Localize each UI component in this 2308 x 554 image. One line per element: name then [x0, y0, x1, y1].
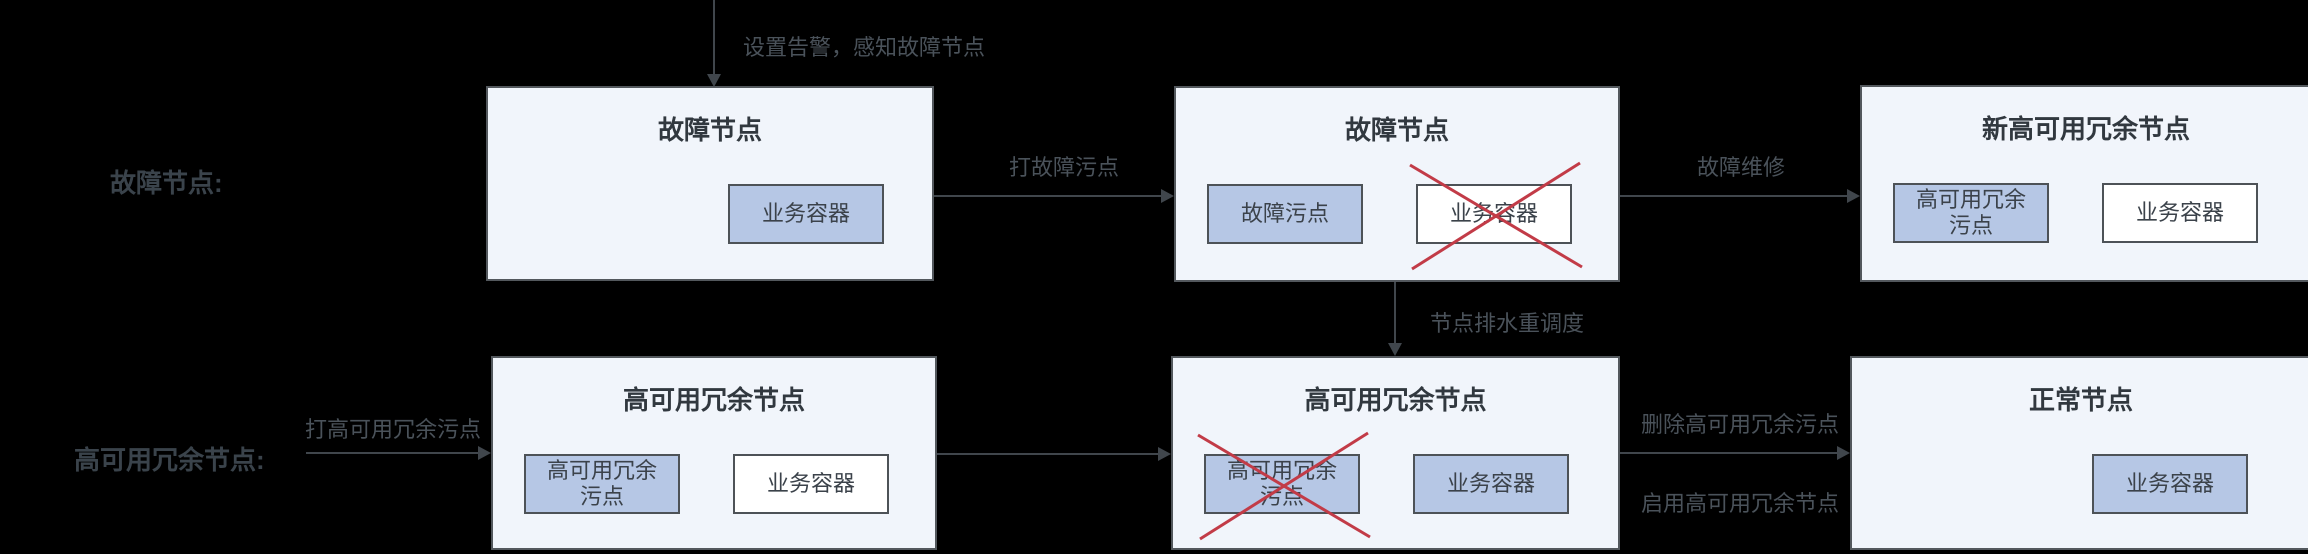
chip-label: 高可用冗余 污点 — [1915, 187, 2026, 238]
chip-label: 业务容器 — [1446, 471, 1535, 496]
edge-label-delete-ha-taint: 删除高可用冗余污点 — [1640, 412, 1840, 437]
chip-ha-taint-crossed: 高可用冗余 污点 — [1197, 431, 1371, 541]
chip-business-container: 业务容器 — [2092, 454, 2248, 514]
arrowhead-right-icon — [1161, 189, 1174, 203]
edge-taint-ha-line — [306, 452, 480, 454]
chip-fault-taint: 故障污点 — [1207, 184, 1363, 244]
arrowhead-right-icon — [1847, 189, 1860, 203]
node-ha-redundant: 高可用冗余节点 高可用冗余 污点 业务容器 — [491, 356, 937, 550]
chip-business-container: 业务容器 — [728, 184, 884, 244]
edge-enable-line — [1620, 452, 1838, 454]
chip-business-container-crossed: 业务容器 — [1409, 161, 1583, 271]
node-faulty-tainted: 故障节点 故障污点 业务容器 — [1174, 86, 1620, 282]
chip-label: 业务容器 — [1449, 201, 1538, 226]
node-normal: 正常节点 业务容器 — [1850, 356, 2308, 550]
edge-label-enable-ha-node: 启用高可用冗余节点 — [1640, 491, 1840, 516]
edge-label-alert: 设置告警，感知故障节点 — [743, 35, 986, 60]
chip-business-container: 业务容器 — [733, 454, 889, 514]
node-title: 新高可用冗余节点 — [1981, 114, 2190, 144]
chip-label: 高可用冗余 污点 — [546, 458, 657, 509]
row-label-faulty-node: 故障节点: — [110, 168, 223, 198]
chip-label: 业务容器 — [2125, 471, 2214, 496]
node-ha-redundant-scheduled: 高可用冗余节点 高可用冗余 污点 业务容器 — [1171, 356, 1620, 550]
edge-taint-fault-line — [934, 195, 1162, 197]
edge-label-taint-fault: 打故障污点 — [1008, 155, 1120, 180]
chip-ha-taint: 高可用冗余 污点 — [1893, 183, 2049, 243]
arrowhead-down-icon — [707, 74, 721, 87]
chip-label: 故障污点 — [1240, 201, 1329, 226]
edge-repair-line — [1620, 195, 1848, 197]
arrowhead-right-icon — [478, 446, 491, 460]
node-title: 故障节点 — [657, 115, 762, 145]
arrowhead-right-icon — [1837, 446, 1850, 460]
chip-business-container: 业务容器 — [1413, 454, 1569, 514]
edge-label-taint-ha: 打高可用冗余污点 — [304, 417, 482, 442]
edge-drain-line — [1394, 282, 1396, 344]
edge-alert-line — [713, 0, 715, 74]
edge-label-repair: 故障维修 — [1696, 155, 1786, 180]
chip-ha-taint: 高可用冗余 污点 — [524, 454, 680, 514]
arrowhead-down-icon — [1388, 343, 1402, 356]
node-faulty-before: 故障节点 业务容器 — [486, 86, 934, 281]
arrowhead-right-icon — [1158, 447, 1171, 461]
chip-label: 业务容器 — [761, 201, 850, 226]
chip-label: 业务容器 — [2135, 200, 2224, 225]
edge-label-drain: 节点排水重调度 — [1430, 311, 1585, 336]
edge-reschedule-line — [937, 453, 1159, 455]
node-title: 高可用冗余节点 — [622, 385, 805, 415]
chip-business-container: 业务容器 — [2102, 183, 2258, 243]
chip-label: 业务容器 — [766, 471, 855, 496]
node-title: 故障节点 — [1344, 115, 1449, 145]
node-new-ha-redundant: 新高可用冗余节点 高可用冗余 污点 业务容器 — [1860, 85, 2308, 282]
row-label-ha-node: 高可用冗余节点: — [74, 445, 265, 475]
node-title: 高可用冗余节点 — [1304, 385, 1487, 415]
node-title: 正常节点 — [2028, 385, 2133, 415]
chip-label: 高可用冗余 污点 — [1226, 458, 1337, 509]
